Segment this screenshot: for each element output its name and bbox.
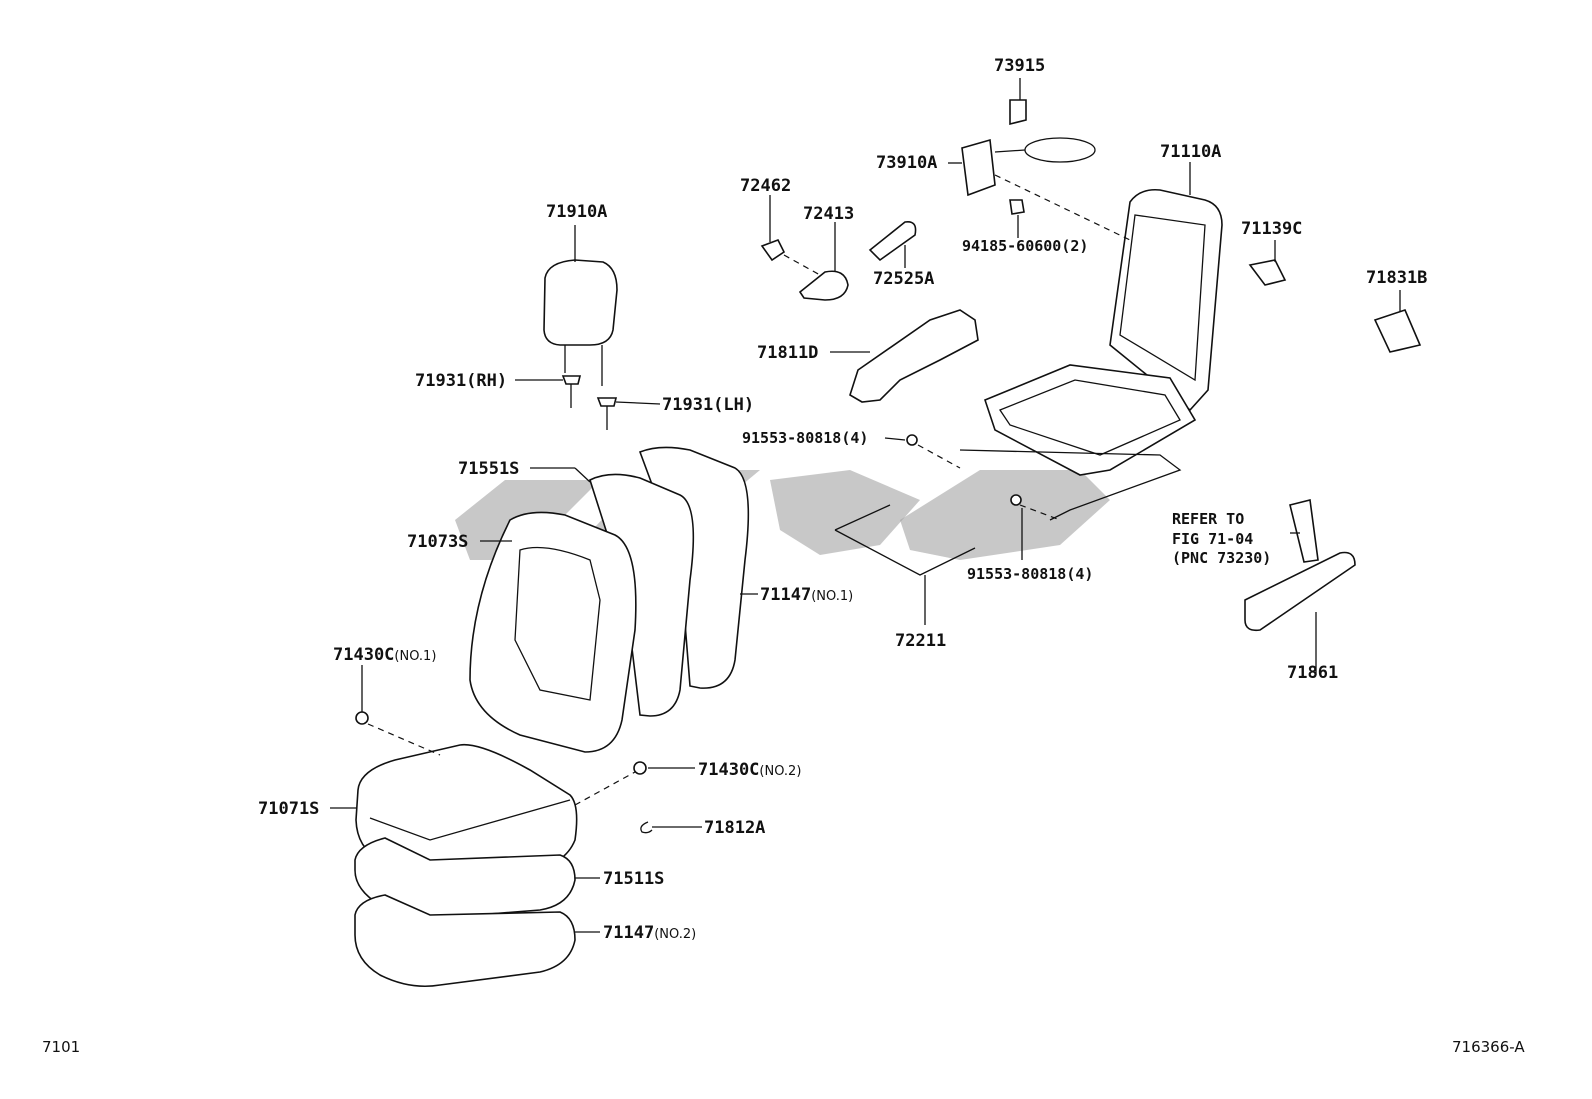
label-71430c-no2: 71430C(NO.2) xyxy=(698,760,802,780)
label-71147-no2: 71147(NO.2) xyxy=(603,923,697,943)
label-73915: 73915 xyxy=(994,56,1046,76)
label-72211: 72211 xyxy=(895,631,947,651)
headrest-71910a xyxy=(543,259,618,386)
label-91553-lower: 91553-80818(4) xyxy=(967,565,1094,583)
seat-cushion-pad-71147-no2 xyxy=(354,894,576,988)
sensor-73915 xyxy=(1009,99,1027,126)
dashed-lines xyxy=(367,174,1131,806)
bolt-91553-b xyxy=(1010,494,1022,506)
clip-71430c-no1 xyxy=(355,711,369,725)
label-71551s: 71551S xyxy=(458,459,520,479)
seat-frame-71110a xyxy=(959,188,1223,521)
bracket-71139c xyxy=(1248,259,1287,286)
label-71931rh: 71931(RH) xyxy=(415,371,508,391)
headrest-guide-lh xyxy=(596,397,618,430)
refer-note-line1: REFER TO xyxy=(1172,510,1245,528)
label-91553-upper: 91553-80818(4) xyxy=(742,429,869,447)
label-71073s: 71073S xyxy=(407,532,469,552)
label-71811d: 71811D xyxy=(757,343,819,363)
seat-belt-buckle xyxy=(1289,499,1319,563)
label-71831b: 71831B xyxy=(1366,268,1428,288)
side-shield-71811d xyxy=(849,309,979,403)
refer-note: REFER TO FIG 71-04 (PNC 73230) xyxy=(1172,510,1271,569)
label-71861: 71861 xyxy=(1287,663,1339,683)
label-72525a: 72525A xyxy=(873,269,935,289)
label-73910a: 73910A xyxy=(876,153,938,173)
inner-cover-71861 xyxy=(1244,551,1356,632)
lever-knob-72525a xyxy=(868,220,917,262)
label-71071s: 71071S xyxy=(258,799,320,819)
recliner-cover-72462 xyxy=(760,238,786,262)
seatback-cover-71073s xyxy=(469,511,637,753)
refer-note-line3: (PNC 73230) xyxy=(1172,549,1272,567)
label-72413: 72413 xyxy=(803,204,855,224)
footer-right-code: 716366-A xyxy=(1452,1038,1525,1056)
recliner-lever-72413 xyxy=(798,270,849,301)
label-71430c-no1: 71430C(NO.1) xyxy=(333,645,437,665)
side-airbag-73910a xyxy=(961,137,1096,197)
label-71511s: 71511S xyxy=(603,869,665,889)
label-71139c: 71139C xyxy=(1241,219,1303,239)
rod-72211 xyxy=(834,504,976,576)
cover-71831b xyxy=(1373,309,1422,353)
nut-94185 xyxy=(1009,199,1025,215)
refer-note-line2: FIG 71-04 xyxy=(1172,529,1254,548)
label-71110a: 71110A xyxy=(1160,142,1222,162)
headrest-guide-rh xyxy=(561,375,582,408)
footer-left-code: 7101 xyxy=(42,1038,81,1056)
leader-lines xyxy=(330,78,1401,933)
clip-71430c-no2 xyxy=(633,761,647,775)
label-71812a: 71812A xyxy=(704,818,766,838)
label-94185: 94185-60600(2) xyxy=(962,237,1089,255)
label-71931lh: 71931(LH) xyxy=(662,395,755,415)
bolt-91553-a xyxy=(906,434,918,446)
label-71910a: 71910A xyxy=(546,202,608,222)
hog-ring-71812a xyxy=(640,821,653,834)
label-71147-no1: 71147(NO.1) xyxy=(760,585,854,605)
label-72462: 72462 xyxy=(740,176,792,196)
